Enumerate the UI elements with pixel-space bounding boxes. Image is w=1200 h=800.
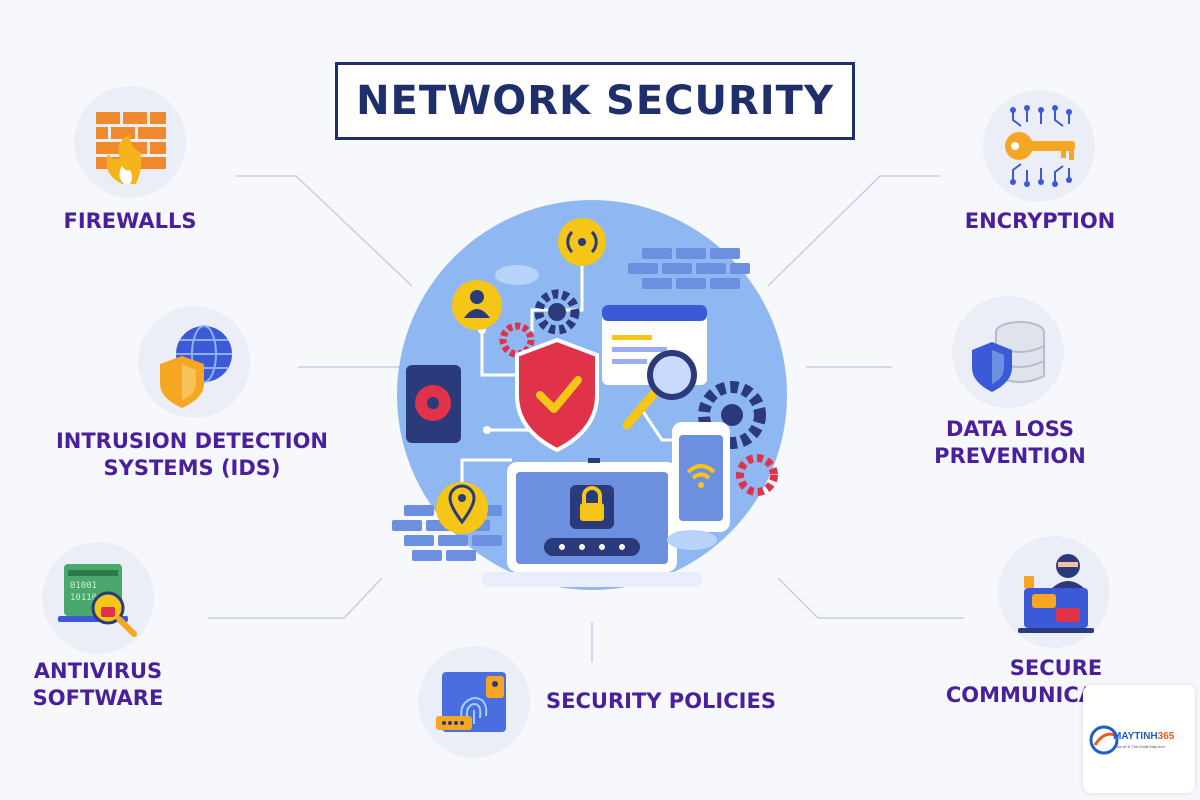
dlp-icon-circle xyxy=(952,296,1064,408)
policies-label: SECURITY POLICIES xyxy=(546,689,776,713)
database-shield-icon xyxy=(972,321,1045,392)
logo-emblem-icon xyxy=(1089,725,1119,755)
svg-text:10110: 10110 xyxy=(70,593,97,603)
key-icon xyxy=(1005,105,1075,187)
fingerprint-icon xyxy=(436,672,506,732)
dlp-label: DATA LOSS PREVENTION xyxy=(934,417,1086,468)
title-box: NETWORK SECURITY xyxy=(335,62,855,140)
wifi-signal-icon xyxy=(558,218,606,266)
laptop-icon xyxy=(482,458,702,587)
gear-red-icon xyxy=(499,322,535,358)
encryption-label: ENCRYPTION xyxy=(964,209,1116,233)
comms-icon-circle xyxy=(998,536,1110,648)
firewalls-label: FIREWALLS xyxy=(63,209,197,233)
logo-tagline: Chia sẻ & Thủ thuật Máy tính xyxy=(1113,744,1165,749)
encryption-icon-circle xyxy=(983,90,1095,202)
antivirus-icon: 01001 10110 xyxy=(58,564,137,637)
gear-dark-icon xyxy=(698,381,766,449)
gear-red2-icon xyxy=(736,454,778,496)
magnifier-icon xyxy=(622,350,697,430)
ids-icon-circle xyxy=(138,306,250,418)
ids-label: INTRUSION DETECTION SYSTEMS (IDS) xyxy=(55,429,329,480)
smartphone-icon xyxy=(672,422,730,532)
globe-shield-icon xyxy=(160,325,232,408)
shield-check-icon xyxy=(515,337,599,453)
location-pin-icon xyxy=(436,482,488,534)
secure-chat-icon xyxy=(1018,554,1094,633)
antivirus-label: ANTIVIRUS SOFTWARE xyxy=(32,659,164,710)
logo-name: MAYTINH365 xyxy=(1113,731,1175,742)
antivirus-icon-circle: 01001 10110 xyxy=(42,542,154,654)
central-illustration xyxy=(392,200,787,590)
page-title: NETWORK SECURITY xyxy=(356,78,834,124)
hard-drive-icon xyxy=(406,365,461,443)
brick-wall-icon xyxy=(628,248,750,289)
firewall-icon-circle xyxy=(74,86,186,198)
policies-icon-circle xyxy=(418,646,530,758)
cloud-icon xyxy=(495,265,717,550)
firewall-icon xyxy=(96,112,166,184)
svg-text:01001: 01001 xyxy=(70,581,97,591)
watermark-logo: MAYTINH365 Chia sẻ & Thủ thuật Máy tính xyxy=(1083,685,1195,793)
user-icon xyxy=(452,280,502,330)
gear-icon xyxy=(534,289,580,335)
